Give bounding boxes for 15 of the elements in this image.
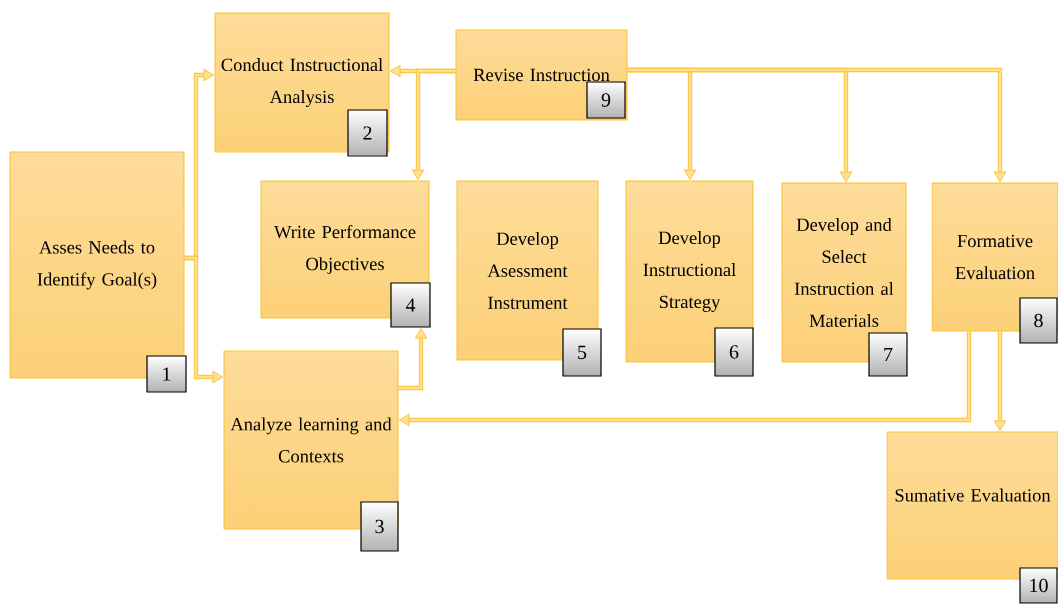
arrow [184,255,224,384]
arrow [398,328,428,391]
step-number-badge: 6 [714,327,754,377]
step-number-badge: 10 [1019,567,1058,604]
step-number-badge: 3 [360,501,399,552]
arrow [398,331,972,427]
step-number-badge: 1 [146,355,187,393]
arrow [627,67,1007,183]
arrow [993,331,1007,432]
step-number-badge: 5 [562,328,602,377]
arrow [411,68,456,181]
step-number-badge: 8 [1019,297,1058,344]
step-number-badge: 9 [586,81,626,119]
step-number-badge: 7 [868,332,908,377]
step-number-badge: 4 [390,282,431,328]
